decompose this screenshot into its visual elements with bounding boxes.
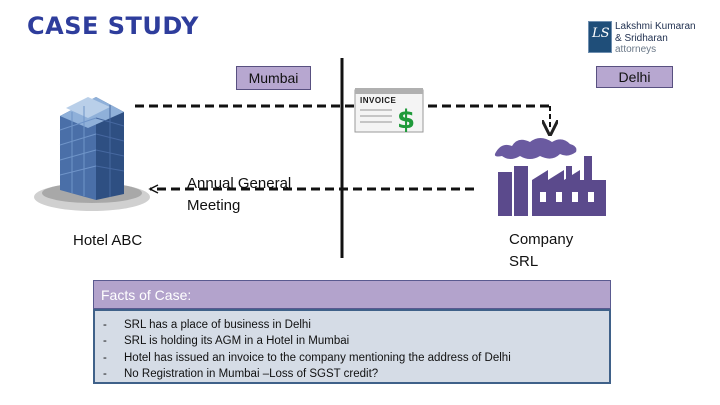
agm-label-line-2: Meeting [187, 197, 241, 214]
agm-label-line-1: Annual General [187, 175, 292, 192]
company-label-line-1: Company [509, 231, 574, 248]
logo-line-3: attorneys [615, 44, 657, 55]
facts-list: SRL has a place of business in Delhi SRL… [95, 311, 609, 383]
logo-line-1: Lakshmi Kumaran [615, 21, 696, 32]
fact-item: SRL is holding its AGM in a Hotel in Mum… [103, 333, 609, 350]
mumbai-label: Mumbai [236, 66, 311, 90]
fact-item: SRL has a place of business in Delhi [103, 317, 609, 334]
delhi-label: Delhi [596, 66, 673, 88]
firm-logo: LS Lakshmi Kumaran & Sridharan attorneys [588, 21, 698, 55]
company-label: Company SRL [509, 229, 573, 273]
fact-item: Hotel has issued an invoice to the compa… [103, 350, 609, 367]
facts-list-box: SRL has a place of business in Delhi SRL… [93, 309, 611, 384]
hotel-label: Hotel ABC [73, 232, 143, 249]
facts-heading: Facts of Case: [93, 280, 611, 309]
invoice-dollar-sign: $ [397, 105, 415, 135]
fact-item: No Registration in Mumbai –Loss of SGST … [103, 366, 609, 383]
agm-flow-arrowhead [148, 184, 159, 194]
company-label-line-2: SRL [509, 253, 539, 270]
logo-line-2: & Sridharan [615, 32, 668, 44]
logo-mark-icon: LS [588, 21, 612, 53]
agm-label: Annual General Meeting [187, 173, 291, 217]
logo-text: Lakshmi Kumaran & Sridharan attorneys [615, 21, 696, 56]
invoice-icon: $ [354, 88, 424, 135]
slide-title: CASE STUDY [27, 12, 199, 40]
building-icon [34, 97, 150, 211]
factory-icon [494, 138, 606, 216]
logo-monogram: LS [592, 26, 610, 41]
invoice-label: INVOICE [360, 96, 397, 105]
